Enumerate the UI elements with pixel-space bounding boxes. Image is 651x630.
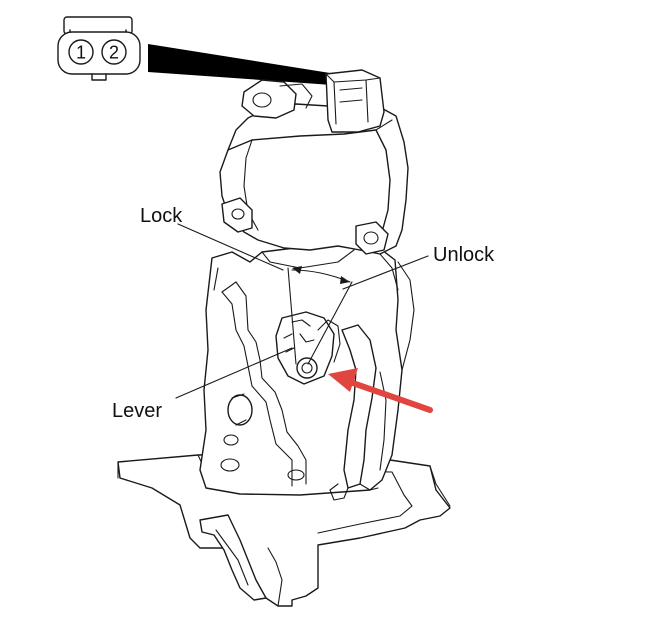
lever-label: Lever bbox=[112, 400, 162, 422]
linkage-end bbox=[329, 483, 349, 501]
red-pointer-arrow-icon bbox=[328, 368, 433, 413]
pin-1-circle bbox=[68, 39, 94, 65]
top-boss-hole bbox=[252, 92, 272, 108]
claw-detail bbox=[215, 529, 249, 586]
lever-leader-line bbox=[175, 347, 293, 399]
connector-pinout-icon: 1 2 bbox=[57, 16, 141, 81]
housing-boss-right bbox=[355, 221, 389, 255]
actuator-corner-line bbox=[375, 119, 393, 131]
base-hole bbox=[287, 469, 305, 481]
side-plate-hole-small bbox=[223, 434, 239, 446]
linkage-foot bbox=[359, 483, 379, 491]
housing-boss-right-hole bbox=[363, 231, 379, 245]
lever-plate bbox=[275, 311, 335, 385]
pin-2-circle bbox=[101, 39, 127, 65]
connector-socket-top bbox=[325, 73, 381, 83]
unlock-position-line bbox=[307, 281, 353, 365]
side-plate-hole-lower bbox=[220, 458, 240, 472]
unlock-leader-line bbox=[342, 255, 429, 290]
lever-arm bbox=[317, 319, 341, 363]
housing-lower-right-inner bbox=[379, 253, 399, 291]
lock-leader-line bbox=[177, 223, 284, 271]
pin-1-label: 1 bbox=[76, 43, 86, 63]
base-plate-right-fold bbox=[429, 465, 451, 507]
red-arrow-shaft bbox=[347, 379, 433, 413]
side-plate-rib-left bbox=[235, 281, 307, 485]
travel-arrowhead-unlock bbox=[340, 276, 350, 284]
lock-position-line bbox=[287, 267, 297, 365]
lever-plate-detail bbox=[283, 319, 311, 353]
connector-pointer-wedge bbox=[148, 44, 332, 85]
lever-pivot-outer bbox=[296, 357, 318, 379]
top-boss bbox=[241, 79, 297, 119]
side-plate-hole-detail bbox=[231, 393, 247, 426]
red-arrow-head bbox=[328, 368, 358, 392]
latch-assembly bbox=[117, 69, 451, 607]
pin-2-label: 2 bbox=[109, 43, 119, 63]
housing-boss-left-hole bbox=[231, 208, 245, 220]
lock-label: Lock bbox=[140, 205, 183, 227]
side-plate-rib-left-inner bbox=[221, 291, 293, 487]
side-plate-right-edge bbox=[379, 371, 387, 471]
connector-key bbox=[91, 73, 107, 81]
latch-claw bbox=[199, 514, 267, 601]
top-boss-rear bbox=[279, 83, 313, 109]
housing-lower-right-curve bbox=[397, 261, 415, 371]
travel-arrowhead-lock bbox=[292, 266, 302, 274]
side-plate-rib-top bbox=[221, 281, 237, 293]
lever-pivot-inner bbox=[301, 362, 313, 374]
connector-socket-sides bbox=[333, 79, 369, 125]
unlock-label: Unlock bbox=[433, 244, 495, 266]
lever-slot bbox=[299, 333, 315, 343]
claw-rear-edge bbox=[267, 547, 283, 607]
housing-boss-left bbox=[221, 197, 253, 233]
connector-socket-ribs bbox=[339, 87, 363, 103]
connector-housing bbox=[57, 31, 141, 75]
lever-mechanism bbox=[275, 311, 341, 385]
